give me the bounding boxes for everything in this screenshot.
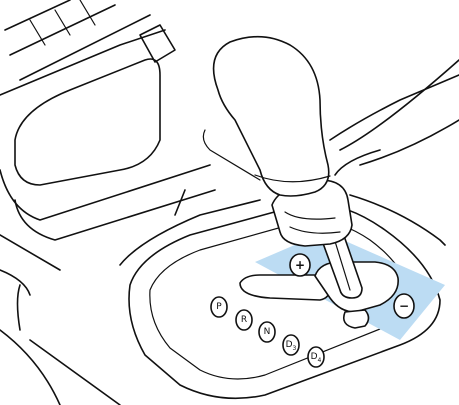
gear-indicator-n: N (259, 322, 275, 342)
gear-label-p: P (216, 302, 222, 312)
gear-indicator-d4: D4 (308, 347, 324, 367)
gear-indicator-p: P (211, 297, 227, 317)
manual-plus-button: + (290, 254, 310, 276)
gear-subscript-d3: 3 (293, 345, 297, 352)
dashboard-panel (0, 0, 175, 185)
manual-minus-button: − (394, 294, 414, 318)
arm-outline (330, 75, 459, 175)
gear-indicator-r: R (236, 310, 252, 330)
gear-label-n: N (264, 327, 271, 337)
gear-subscript-d4: 4 (318, 357, 322, 364)
shift-knob (203, 37, 330, 196)
plus-symbol: + (295, 258, 305, 272)
minus-symbol: − (399, 299, 409, 313)
gear-label-r: R (241, 315, 247, 325)
gear-indicator-d3: D3 (283, 335, 299, 355)
